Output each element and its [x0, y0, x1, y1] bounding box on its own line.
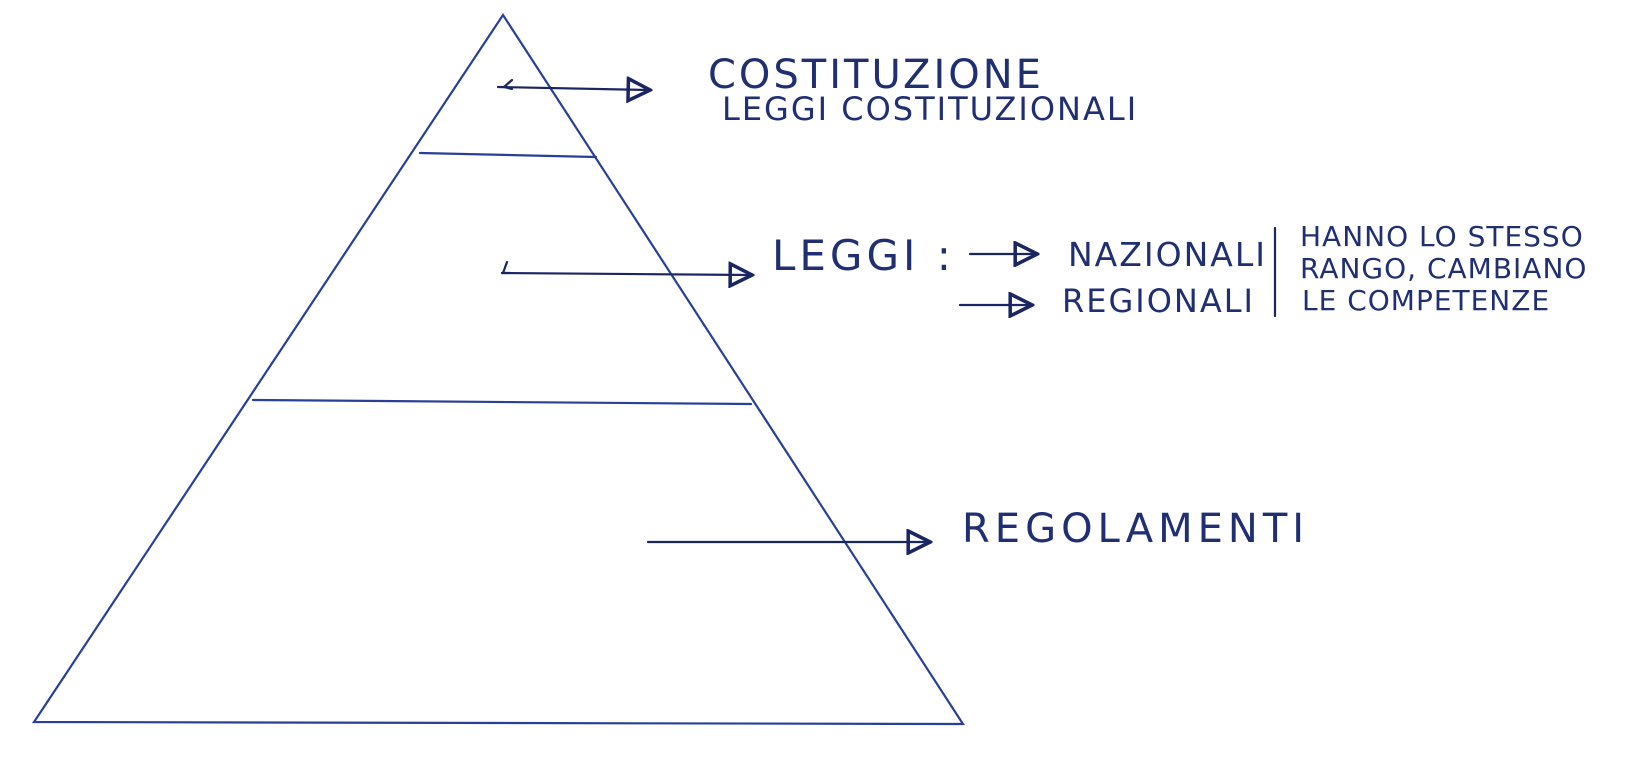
note-line-1: HANNO LO STESSO: [1300, 220, 1584, 253]
arrow-costituzione: [496, 87, 648, 90]
pyramid: [31, 12, 966, 726]
note-line-2: RANGO, CAMBIANO: [1300, 252, 1587, 285]
label-regolamenti: REGOLAMENTI: [962, 506, 1309, 552]
pyramid-outline: [31, 12, 966, 726]
label-leggi-costituzionali: LEGGI COSTITUZIONALI: [722, 90, 1138, 128]
arrow-tail-top: [501, 78, 514, 91]
top-level: COSTITUZIONE LEGGI COSTITUZIONALI: [496, 52, 1138, 128]
pyramid-divider-bottom: [251, 398, 753, 406]
label-costituzione: COSTITUZIONE: [708, 52, 1044, 98]
pyramid-divider-top: [418, 151, 598, 159]
label-regionali: REGIONALI: [1062, 282, 1255, 320]
middle-level: LEGGI : NAZIONALI REGIONALI HANNO LO STE…: [500, 220, 1587, 320]
arrow-leggi: [500, 273, 750, 275]
arrow-tail-middle: [501, 260, 512, 275]
bottom-level: REGOLAMENTI: [646, 506, 1309, 552]
note-line-3: LE COMPETENZE: [1302, 284, 1550, 317]
label-leggi: LEGGI :: [772, 231, 955, 280]
label-nazionali: NAZIONALI: [1068, 235, 1267, 274]
